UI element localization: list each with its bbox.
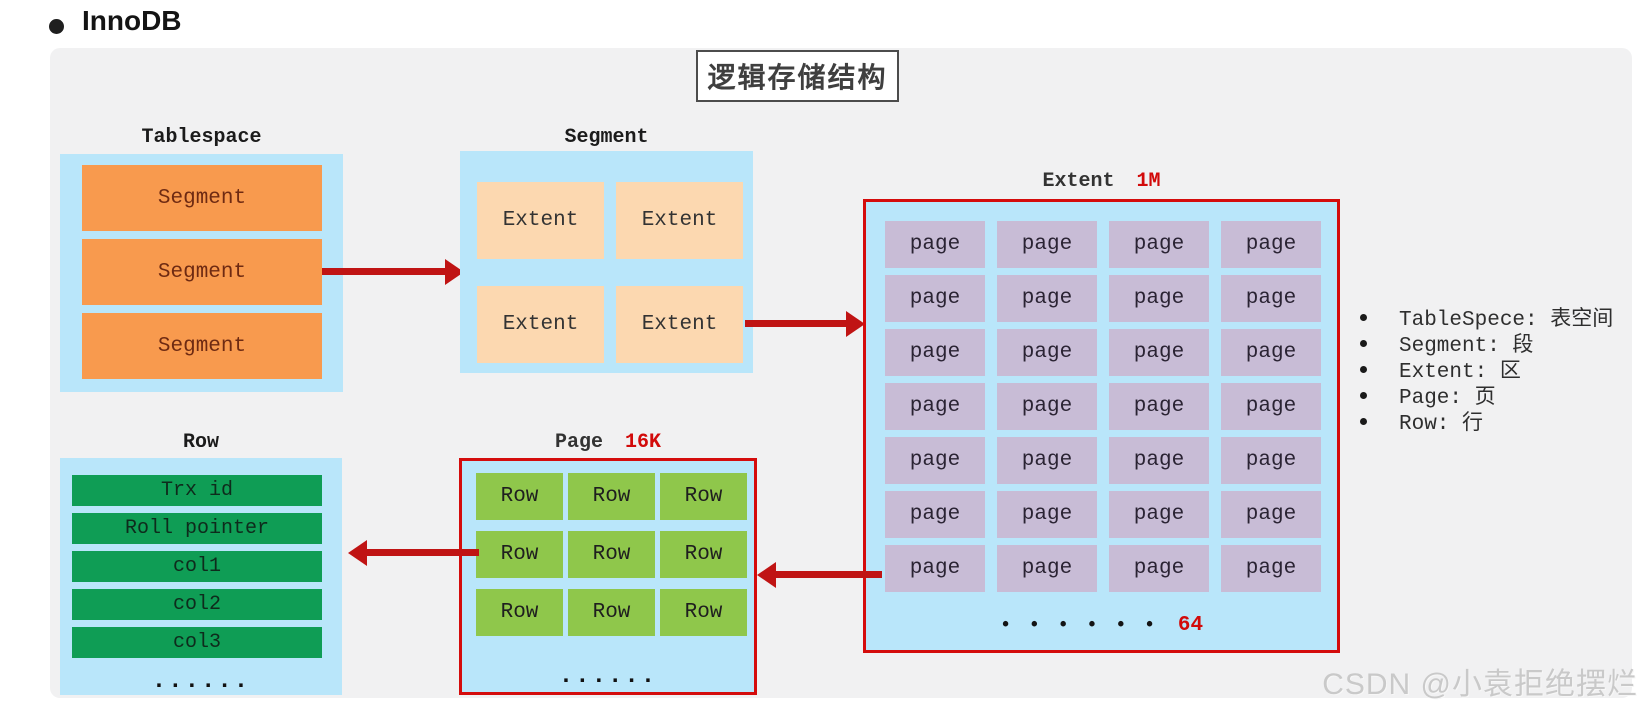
watermark: CSDN @小袁拒绝摆烂 [1322,668,1638,701]
extent-label: Extent 1M [863,170,1340,193]
page-size-badge: 16K [625,431,662,454]
extent-cell: Extent [477,182,604,259]
legend-item-row: Row: 行 [1352,408,1613,436]
extent-cell: Extent [616,182,743,259]
page-cell: page [885,275,985,322]
bullet-icon [1360,339,1367,347]
row-field-bar: Roll pointer [72,513,322,544]
page-cell: page [885,221,985,268]
bullet-icon [1360,417,1367,425]
page-cell: page [1109,545,1209,592]
page-cell: page [1221,329,1321,376]
page-cell: page [1109,275,1209,322]
page-cell: page [885,383,985,430]
page-cell: page [997,437,1097,484]
page-cell: page [1109,221,1209,268]
page-cell: page [1109,437,1209,484]
segment-bar: Segment [82,165,322,231]
row-field-bar: col3 [72,627,322,658]
segment-bar: Segment [82,239,322,305]
page-cell: page [997,329,1097,376]
row-ellipsis: ...... [151,668,251,695]
legend-item-tablespace: TableSpece: 表空间 [1352,304,1614,332]
page-cell: page [1109,329,1209,376]
extent-label-text: Extent [1042,170,1115,193]
extent-size-badge: 1M [1136,170,1161,193]
row-label: Row [182,431,219,454]
page-cell: page [997,491,1097,538]
row-field-bar: col1 [72,551,322,582]
extent-cell: Extent [616,286,743,363]
legend-item-extent: Extent: 区 [1352,356,1613,384]
page-grid: page page page page page page page page page page… [885,221,1321,592]
page-cell: page [997,221,1097,268]
row-box: Trx id Roll pointer col1 col2 col3 [60,458,342,695]
legend-item-page: Page: 页 [1352,382,1613,410]
page-ellipsis: ...... [558,663,658,690]
extent-ellipsis-row: • • • • • • 64 [866,614,1337,637]
list-bullet-icon [49,19,64,34]
page-cell: page [1221,275,1321,322]
page-label-text: Page [554,431,603,454]
row-cell: Row [568,589,655,636]
page-cell: page [1221,437,1321,484]
page-cell: page [1221,491,1321,538]
page-cell: page [885,545,985,592]
row-field-bar: Trx id [72,475,322,506]
row-cell: Row [476,589,563,636]
page-cell: page [1109,383,1209,430]
page-cell: page [1221,383,1321,430]
bullet-icon [1360,313,1367,321]
bullet-icon [1360,391,1367,399]
segment-label: Segment [564,126,649,149]
page-count: 64 [1177,614,1204,637]
extent-box: page page page page page page page page page page… [863,199,1340,653]
page-cell: page [1221,545,1321,592]
row-cell: Row [660,589,747,636]
row-cell: Row [660,473,747,520]
legend-text: Page: 页 [1399,387,1496,410]
row-field-bar: col2 [72,589,322,620]
page-title: InnoDB [82,5,182,36]
page-cell: page [1109,491,1209,538]
legend-text: Row: 行 [1399,413,1484,436]
row-cell: Row [568,473,655,520]
row-cell: Row [660,531,747,578]
ellipsis-dots: • • • • • • [999,614,1159,636]
row-cell: Row [476,473,563,520]
legend-text: TableSpece: 表空间 [1399,309,1614,332]
page-cell: page [997,545,1097,592]
legend-item-segment: Segment: 段 [1352,330,1613,358]
legend-text: Extent: 区 [1399,361,1521,384]
page-cell: page [885,329,985,376]
page-label: Page 16K [459,431,757,454]
page-cell: page [885,491,985,538]
page-cell: page [885,437,985,484]
tablespace-label: Tablespace [141,126,262,149]
legend-text: Segment: 段 [1399,335,1534,358]
row-cell: Row [568,531,655,578]
diagram-title: 逻辑存储结构 [696,50,899,102]
bullet-icon [1360,365,1367,373]
page-cell: page [1221,221,1321,268]
page-cell: page [997,275,1097,322]
row-cell: Row [476,531,563,578]
segment-bar: Segment [82,313,322,379]
extent-cell: Extent [477,286,604,363]
legend-list: TableSpece: 表空间 Segment: 段 Extent: 区 Pag… [1352,304,1614,436]
page-cell: page [997,383,1097,430]
